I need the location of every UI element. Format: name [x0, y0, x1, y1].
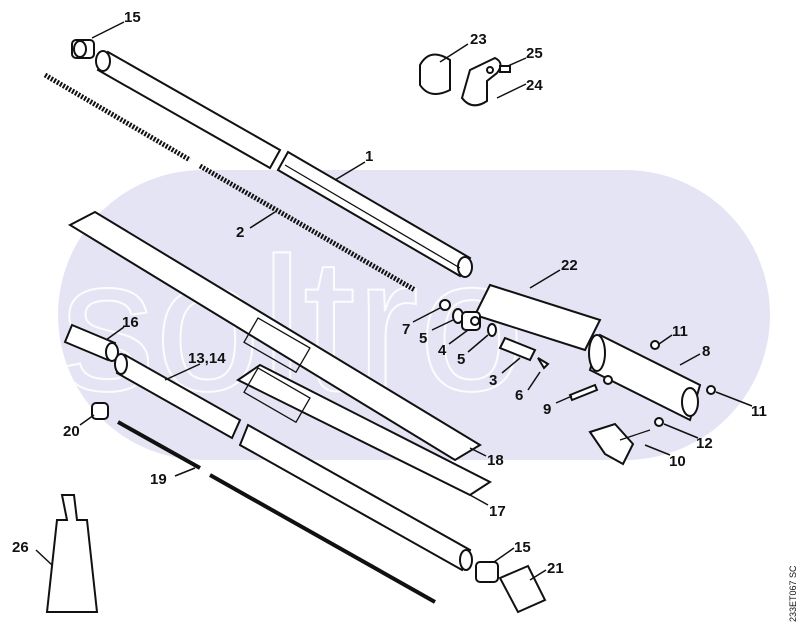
callout-17: 17	[489, 503, 506, 520]
callout-20: 20	[63, 423, 80, 440]
callout-26: 26	[12, 539, 29, 556]
callout-13-14: 13,14	[188, 350, 226, 367]
callout-1: 1	[365, 148, 373, 165]
callout-24: 24	[526, 77, 543, 94]
callout-6: 6	[515, 387, 523, 404]
callout-16: 16	[122, 314, 139, 331]
callout-3: 3	[489, 372, 497, 389]
callout-18: 18	[487, 452, 504, 469]
callout-2: 2	[236, 224, 244, 241]
callout-5a: 5	[419, 330, 427, 347]
part-small-components	[439, 299, 599, 402]
callout-9: 9	[543, 401, 551, 418]
callout-7: 7	[402, 321, 410, 338]
part-end-cap	[498, 564, 547, 614]
callout-21: 21	[547, 560, 564, 577]
callout-23: 23	[470, 31, 487, 48]
callout-5b: 5	[457, 351, 465, 368]
callout-8: 8	[702, 343, 710, 360]
callout-12: 12	[696, 435, 713, 452]
part-clamp	[419, 53, 511, 107]
callout-11a: 11	[672, 323, 688, 340]
part-spacer	[91, 402, 109, 420]
drawing-code: 233ET067 SC	[788, 565, 798, 622]
part-handle-housing	[588, 333, 716, 466]
part-tube-upper	[95, 50, 473, 278]
callout-22: 22	[561, 257, 578, 274]
leader-lines	[35, 21, 753, 581]
part-bushing-lower	[475, 561, 499, 583]
part-sleeve	[473, 283, 602, 352]
part-tube-lower	[114, 353, 473, 572]
part-drive-shaft	[43, 72, 192, 163]
callout-10: 10	[669, 453, 686, 470]
callout-19: 19	[150, 471, 167, 488]
callout-4: 4	[438, 342, 447, 359]
callout-15: 15	[124, 9, 141, 26]
callout-11b: 11	[751, 403, 767, 420]
callout-25: 25	[526, 45, 543, 62]
part-grease-tube	[45, 494, 99, 613]
part-bushing-top	[71, 39, 95, 59]
callout-15b: 15	[514, 539, 531, 556]
part-coupling	[63, 323, 119, 362]
part-decals	[67, 210, 492, 497]
part-shaft-lower	[117, 420, 436, 604]
